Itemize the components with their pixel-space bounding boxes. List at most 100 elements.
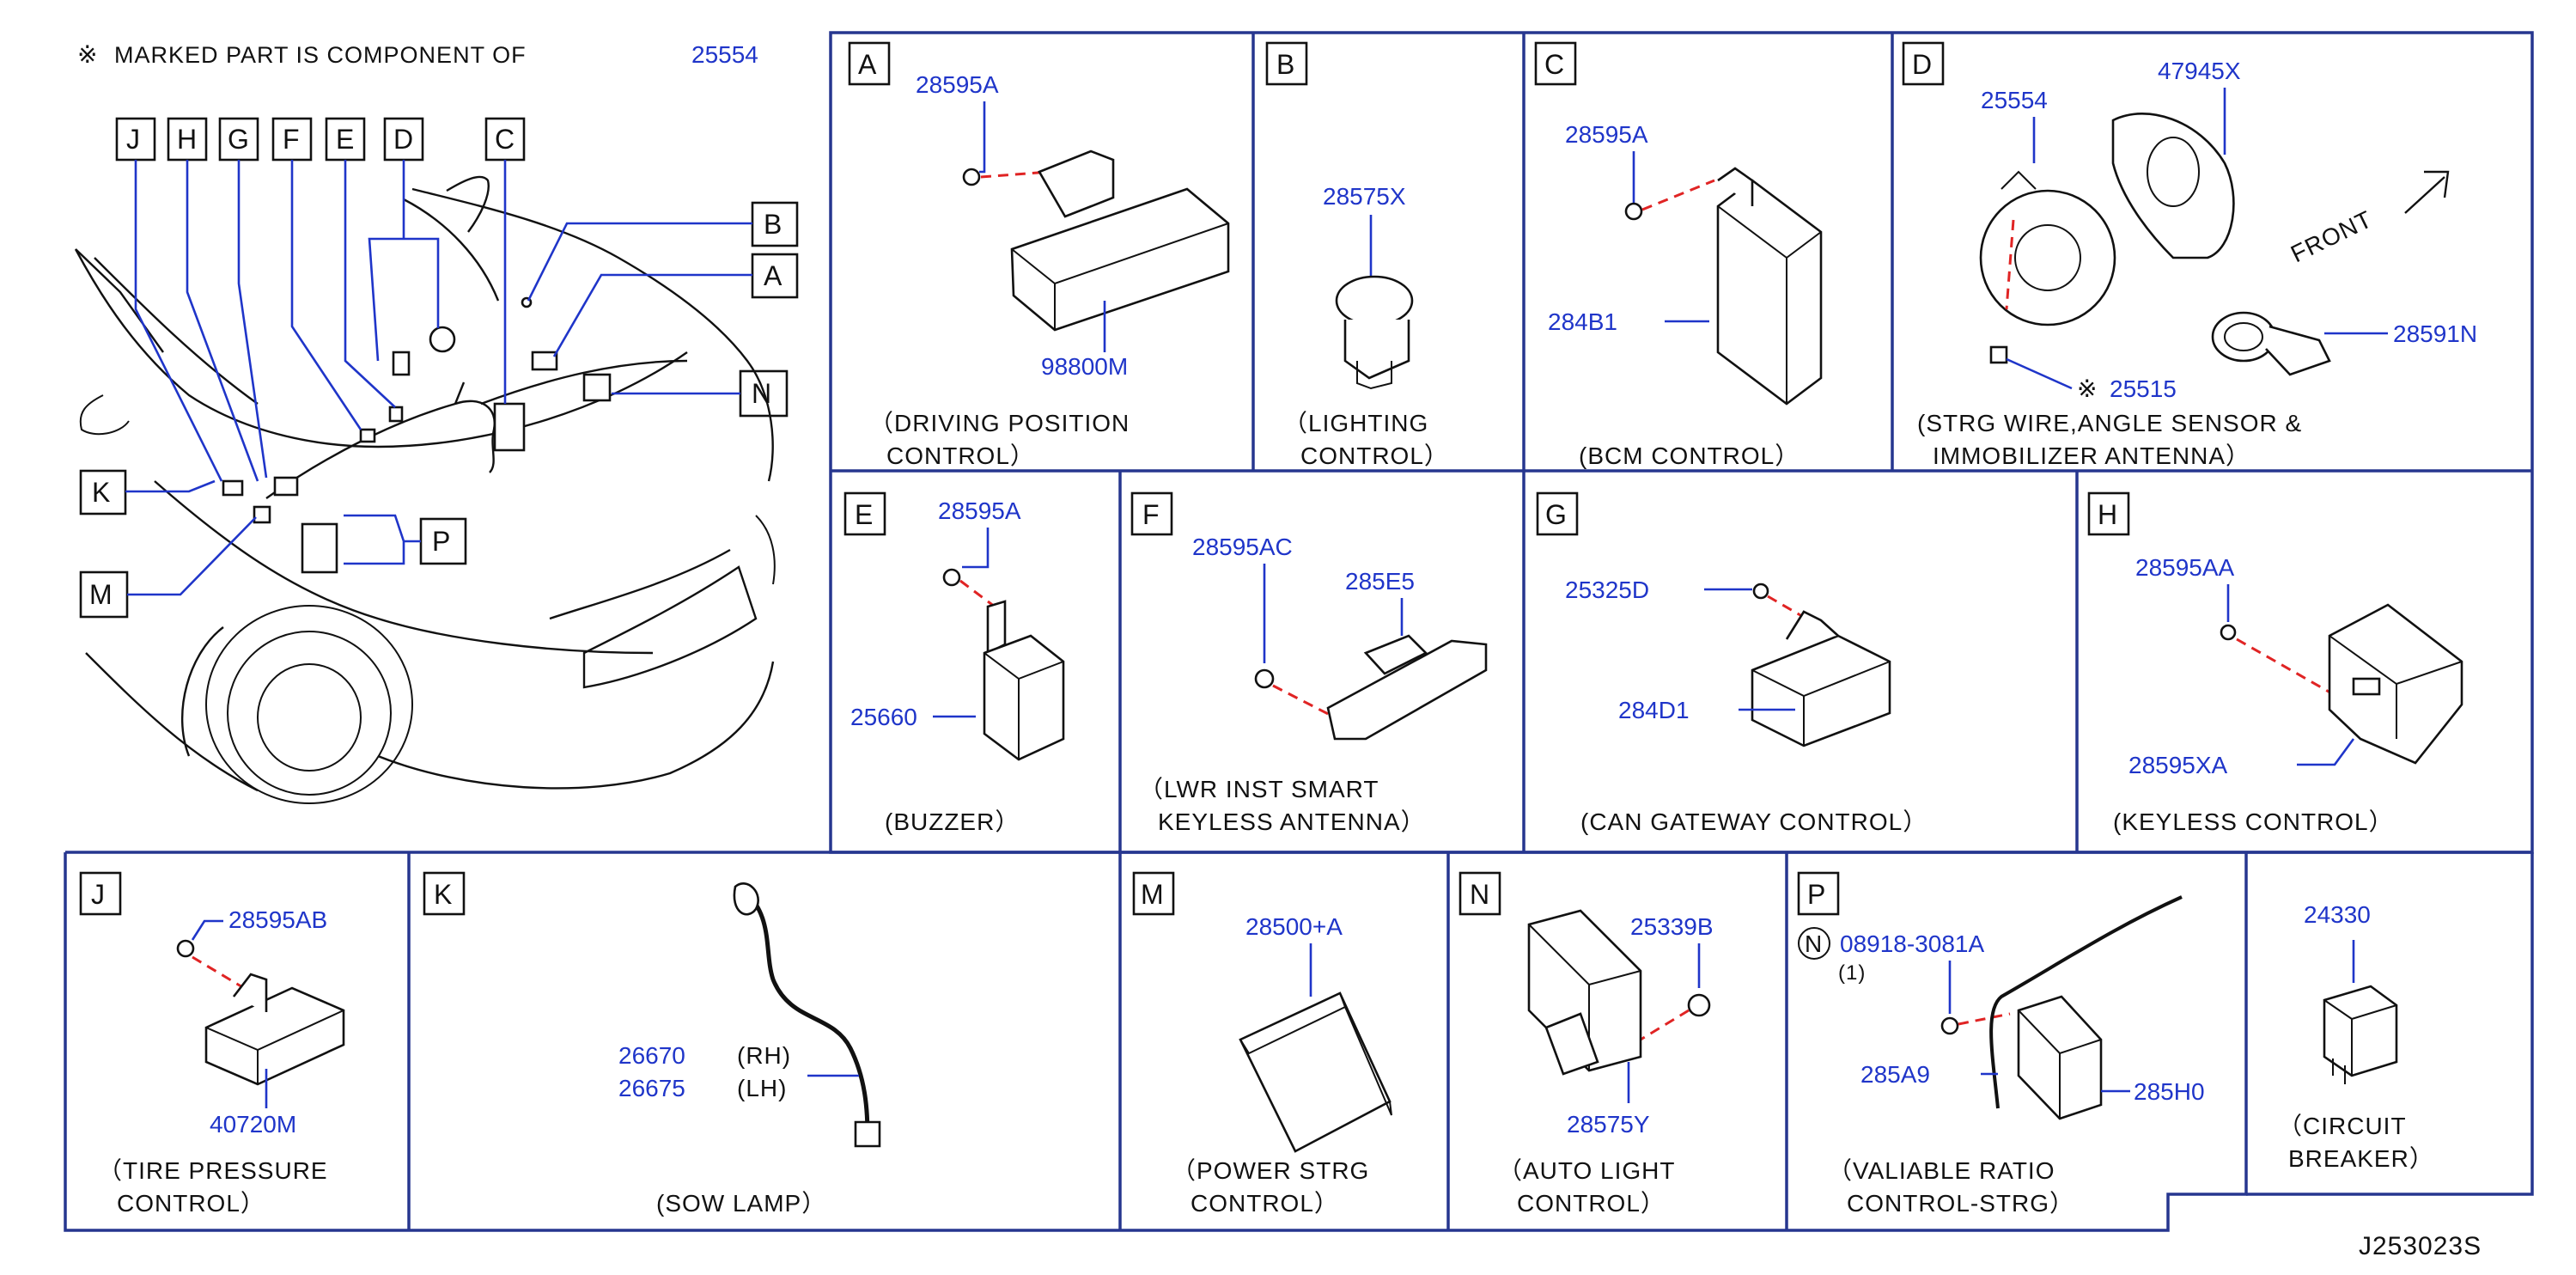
overview-label-k[interactable]: K [92,477,110,508]
circuit-breaker [2323,985,2398,1077]
panel-d-caption-1: (STRG WIRE,ANGLE SENSOR & [1917,410,2302,436]
part-28595a-c[interactable]: 28595A [1565,121,1648,148]
front-label: FRONT [2287,205,2377,267]
part-285h0[interactable]: 285H0 [2134,1078,2205,1105]
panel-b: B 28575X （LIGHTING CONTROL） [1265,41,1449,469]
panel-p: P N 08918-3081A (1) 285A9 285H0 （VALIABL… [1797,871,2205,1217]
bcm-module [1716,179,1823,406]
part-28575y[interactable]: 28575Y [1567,1111,1650,1138]
part-284b1[interactable]: 284B1 [1548,308,1617,335]
overview-label-j[interactable]: J [126,124,140,155]
part-284d1[interactable]: 284D1 [1618,697,1690,723]
tire-pressure-module [204,986,345,1086]
screw-icon [1752,583,1769,600]
panel-m-letter[interactable]: M [1141,879,1164,910]
part-08918-3081a[interactable]: 08918-3081A [1840,930,1984,957]
panel-e-caption: (BUZZER） [885,808,1020,835]
overview-label-f[interactable]: F [283,124,300,155]
overview-label-h[interactable]: H [177,124,197,155]
part-98800m[interactable]: 98800M [1041,353,1128,380]
overview-label-e[interactable]: E [336,124,354,155]
part-25554[interactable]: 25554 [1981,87,2048,113]
immobilizer-antenna [2211,311,2276,363]
panel-f-caption-2: KEYLESS ANTENNA） [1158,808,1426,835]
part-28500-a[interactable]: 28500+A [1245,913,1343,940]
part-285e5[interactable]: 285E5 [1345,568,1415,595]
panel-k-letter[interactable]: K [434,879,452,910]
nut-icon [1687,993,1711,1017]
panel-j-caption-1: （TIRE PRESSURE [98,1157,328,1184]
screw-icon [1940,1016,1959,1035]
panel-a: A 28595A 98800M （DRIVING POSITION CONTRO… [848,41,1230,469]
panel-f-letter[interactable]: F [1142,499,1160,530]
keyless-antenna [1326,639,1488,741]
panel-d-letter[interactable]: D [1912,49,1932,80]
driving-position-module [1010,187,1230,332]
front-arrow-icon [2404,170,2450,214]
panel-a-letter[interactable]: A [858,49,877,80]
part-25325d[interactable]: 25325D [1565,576,1649,603]
overview-label-a[interactable]: A [764,260,783,291]
part-28595ac[interactable]: 28595AC [1192,534,1293,560]
overview-label-c[interactable]: C [495,124,515,155]
part-285a9[interactable]: 285A9 [1860,1061,1930,1088]
panel-a-caption-2: CONTROL） [886,442,1035,469]
panel-n-caption-2: CONTROL） [1517,1190,1666,1217]
part-28595ab[interactable]: 28595AB [228,906,327,933]
panel-e-letter[interactable]: E [855,499,873,530]
panel-b-caption-2: CONTROL） [1300,442,1449,469]
panel-b-letter[interactable]: B [1276,49,1294,80]
panel-d: D 25554 47945X ※ 25515 FRONT 28591N (STR… [1902,41,2477,469]
buzzer-body [983,634,1065,761]
part-28591n[interactable]: 28591N [2393,320,2477,347]
panel-g-letter[interactable]: G [1545,499,1567,530]
screw-icon [962,168,981,186]
part-25515[interactable]: 25515 [2110,375,2177,402]
panel-n-letter[interactable]: N [1470,879,1489,910]
overview-label-g[interactable]: G [228,124,249,155]
overview-label-p[interactable]: P [432,526,450,557]
part-28595aa[interactable]: 28595AA [2135,554,2235,581]
part-28575x[interactable]: 28575X [1323,183,1406,210]
screw-icon [1624,202,1643,221]
panel-p-caption-1: （VALIABLE RATIO [1828,1157,2055,1184]
overview-label-d[interactable]: D [393,124,413,155]
part-28595a-a[interactable]: 28595A [916,71,999,98]
part-40720m[interactable]: 40720M [210,1111,296,1138]
part-28595xa[interactable]: 28595XA [2128,752,2228,778]
note-text: MARKED PART IS COMPONENT OF [114,42,527,68]
qty-label: (1) [1838,961,1866,985]
nut-symbol-letter: N [1805,930,1823,957]
screw-icon [942,568,961,587]
panel-n-caption-1: （AUTO LIGHT [1498,1157,1676,1184]
panel-p-letter[interactable]: P [1807,879,1825,910]
panel-m-caption-1: （POWER STRG [1172,1157,1369,1184]
panel-k: K 26670 (RH) 26675 (LH) (SOW LAMP） [423,871,881,1217]
note-part-number[interactable]: 25554 [691,41,758,68]
part-24330[interactable]: 24330 [2304,901,2371,928]
part-26675[interactable]: 26675 [618,1075,685,1101]
screw-icon [2220,624,2237,641]
part-28595a-e[interactable]: 28595A [938,497,1021,524]
panel-circuit-breaker: 24330 （CIRCUIT BREAKER） [2278,901,2434,1172]
panel-m-caption-2: CONTROL） [1191,1190,1339,1217]
angle-sensor [2111,113,2235,259]
overview-label-b[interactable]: B [764,209,782,240]
part-47945x[interactable]: 47945X [2158,58,2241,84]
panel-frames [64,31,2534,1232]
part-25339b[interactable]: 25339B [1630,913,1714,940]
diagram-id: J253023S [2359,1232,2482,1260]
sow-lamp-harness [746,892,870,1144]
part-26670[interactable]: 26670 [618,1042,685,1069]
lighting-sensor [1335,275,1414,326]
side-lh: (LH) [737,1075,787,1101]
panel-j-letter[interactable]: J [91,879,105,910]
note-symbol: ※ [77,41,98,68]
panel-cb-caption-2: BREAKER） [2288,1145,2434,1172]
panel-f: F 28595AC 285E5 （LWR INST SMART KEYLESS … [1130,491,1488,835]
panel-c-letter[interactable]: C [1544,49,1564,80]
overview-label-m[interactable]: M [89,579,113,610]
part-25660[interactable]: 25660 [850,704,917,730]
panel-h-letter[interactable]: H [2098,499,2117,530]
